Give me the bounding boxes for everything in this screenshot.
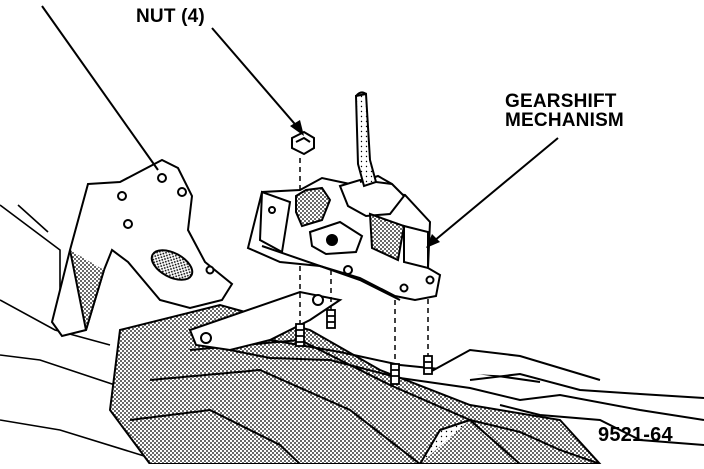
gearshift-mechanism — [246, 174, 442, 302]
gearshift-label-line-1: GEARSHIFT — [505, 91, 617, 112]
mounting-bracket — [50, 158, 234, 338]
figure-number: 9521-64 — [598, 424, 673, 446]
gearshift-label-line-2: MECHANISM — [505, 110, 624, 132]
gearshift-mechanism-callout-label: GEARSHIFT MECHANISM — [505, 92, 624, 131]
cross-member — [188, 290, 704, 465]
shift-lever — [354, 91, 378, 188]
leader-arrowheads — [290, 120, 440, 248]
floor-pan — [0, 204, 171, 465]
transmission-tunnel — [108, 303, 603, 465]
nut-callout-label: NUT (4) — [136, 6, 205, 27]
leader-lines — [41, 5, 559, 247]
nut-part — [291, 130, 315, 156]
